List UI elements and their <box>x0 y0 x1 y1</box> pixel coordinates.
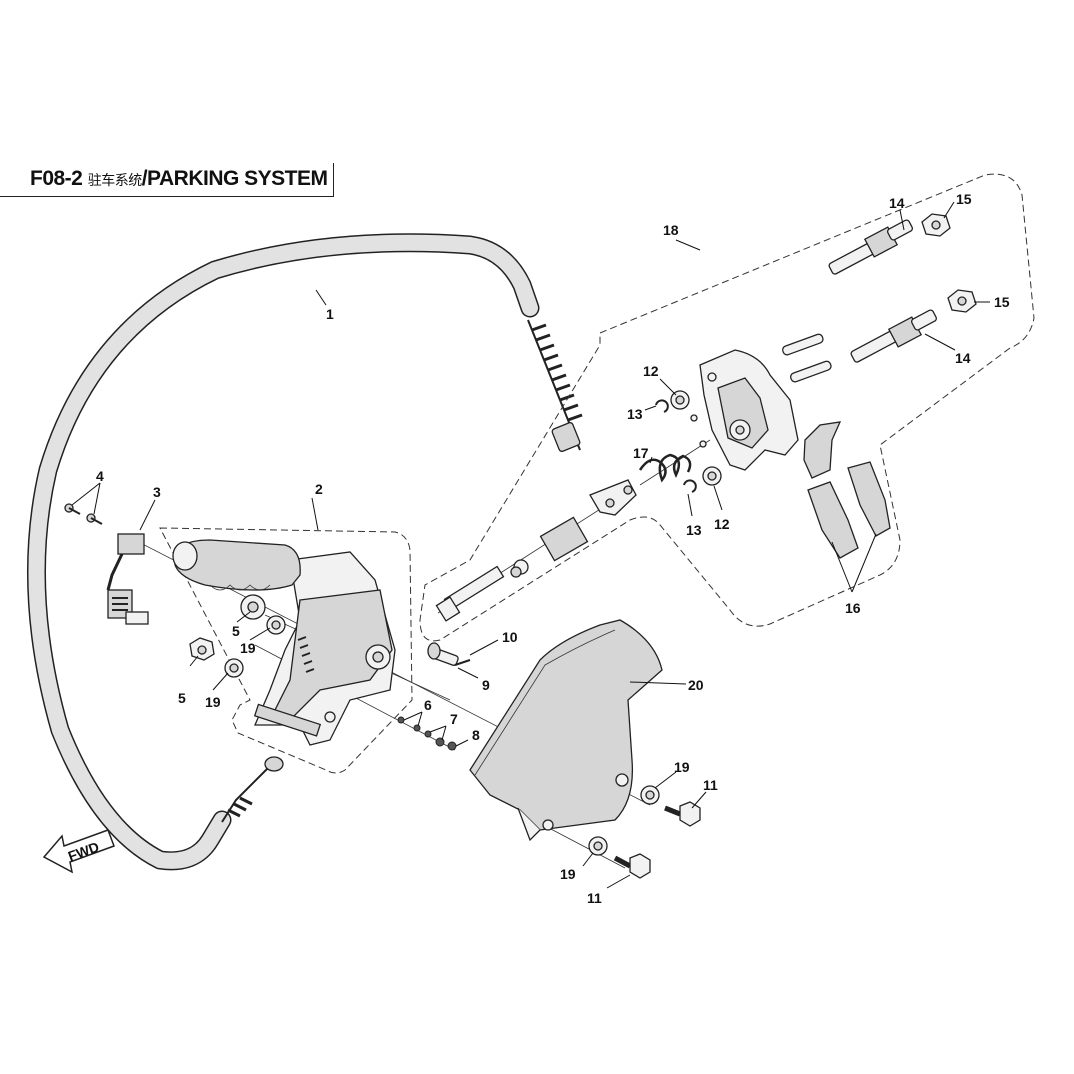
callout-16: 16 <box>845 600 861 616</box>
callout-5b: 5 <box>178 690 186 706</box>
callout-13b: 13 <box>686 522 702 538</box>
parking-lever-assembly <box>172 539 396 746</box>
callout-2: 2 <box>315 481 323 497</box>
callout-19c: 19 <box>674 759 690 775</box>
title-english: /PARKING SYSTEM <box>141 167 328 190</box>
callout-11b: 11 <box>587 890 602 906</box>
callout-14b: 14 <box>955 350 971 366</box>
bolts-part <box>613 801 701 879</box>
callout-20: 20 <box>688 677 704 693</box>
group-boundary-2 <box>159 527 413 774</box>
callout-6: 6 <box>424 697 432 713</box>
callout-7: 7 <box>450 711 458 727</box>
small-hardware <box>397 716 457 751</box>
caliper-assembly <box>435 213 977 622</box>
callout-17: 17 <box>633 445 649 461</box>
callout-19d: 19 <box>560 866 576 882</box>
callout-4: 4 <box>96 468 104 484</box>
leader-lines <box>71 201 990 889</box>
guard-cover <box>469 619 663 842</box>
callout-15a: 15 <box>956 191 972 207</box>
callout-18: 18 <box>663 222 679 238</box>
callout-9: 9 <box>482 677 490 693</box>
parking-cable <box>26 233 583 871</box>
callout-12b: 12 <box>714 516 730 532</box>
group-boundary-18 <box>419 173 1035 642</box>
callout-10: 10 <box>502 629 518 645</box>
callout-11a: 11 <box>703 777 718 793</box>
title-block: F08-2 驻车系统/PARKING SYSTEM <box>0 163 334 197</box>
screws-part <box>64 503 103 525</box>
callout-12a: 12 <box>643 363 659 379</box>
callout-5a: 5 <box>232 623 240 639</box>
fwd-arrow-icon: FWD <box>42 829 115 874</box>
pin-part <box>427 642 471 666</box>
callout-8: 8 <box>472 727 480 743</box>
callout-1: 1 <box>326 306 334 322</box>
callout-3: 3 <box>153 484 161 500</box>
callout-14a: 14 <box>889 195 905 211</box>
title-code: F08-2 <box>30 167 83 190</box>
callout-19a: 19 <box>240 640 256 656</box>
callout-19b: 19 <box>205 694 221 710</box>
callout-13a: 13 <box>627 406 643 422</box>
nuts-washers <box>189 594 660 856</box>
callout-15b: 15 <box>994 294 1010 310</box>
fwd-label: FWD <box>66 838 101 864</box>
title-chinese: 驻车系统 <box>87 172 143 188</box>
switch-part <box>106 533 149 625</box>
callout-labels: 1 2 3 4 5 5 6 7 8 9 10 11 11 12 12 13 13… <box>96 191 1010 906</box>
page-title: F08-2 驻车系统/PARKING SYSTEM <box>30 167 328 191</box>
